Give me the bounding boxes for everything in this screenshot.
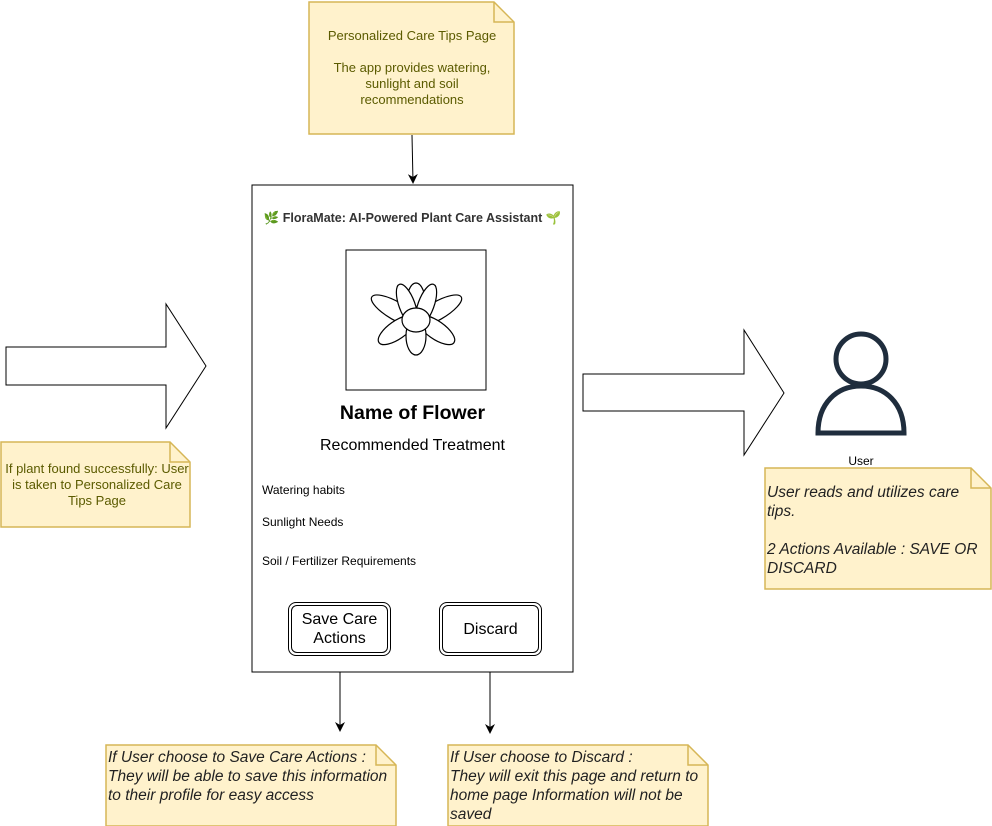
block-arrow-left	[5, 302, 207, 430]
note-user-actions: User reads and utilizes care tips. 2 Act…	[767, 483, 989, 578]
note-discard-heading: If User choose to Discard :	[450, 749, 633, 766]
care-item-soil: Soil / Fertilizer Requirements	[262, 554, 417, 568]
note-save-body: They will be able to save this informati…	[108, 768, 388, 804]
care-item-sunlight: Sunlight Needs	[262, 515, 344, 529]
note-top-shape	[308, 1, 515, 135]
flower-name: Name of Flower	[339, 402, 486, 424]
note-left-shape	[0, 441, 191, 528]
seedling-icon: 🌱	[545, 211, 562, 225]
note-right-line2: 2 Actions Available : SAVE OR DISCARD	[767, 541, 978, 577]
note-save-outcome: If User choose to Save Care Actions : Th…	[108, 748, 388, 805]
note-top-body: The app provides watering, sunlight and …	[333, 60, 491, 107]
block-arrow-right	[582, 328, 785, 457]
note-save-heading: If User choose to Save Care Actions :	[108, 749, 366, 766]
note-right-shape	[764, 467, 992, 590]
care-item-watering: Watering habits	[262, 483, 345, 497]
note-right-line1: User reads and utilizes care tips.	[767, 484, 960, 520]
herb-icon: 🌿	[263, 211, 280, 225]
note-plant-found: If plant found successfully: User is tak…	[5, 461, 189, 508]
save-button-label: Save Care Actions	[301, 611, 378, 647]
note-personalized-care-tips: Personalized Care Tips Page The app prov…	[312, 28, 512, 108]
treatment-heading: Recommended Treatment	[320, 437, 505, 454]
discard-button-label: Discard	[463, 620, 518, 638]
app-title: 🌿 FloraMate: AI-Powered Plant Care Assis…	[252, 211, 573, 226]
note-top-title: Personalized Care Tips Page	[327, 28, 497, 43]
discard-button[interactable]: Discard	[439, 602, 542, 656]
app-title-text: FloraMate: AI-Powered Plant Care Assista…	[282, 211, 543, 225]
user-icon	[815, 331, 907, 436]
note-discard-outcome: If User choose to Discard : They will ex…	[450, 748, 705, 824]
user-label: User	[848, 454, 874, 468]
flower-icon	[370, 282, 463, 356]
note-bottom-right-shape	[447, 744, 709, 826]
save-care-actions-button[interactable]: Save Care Actions	[288, 602, 391, 656]
connector-top-to-screen	[407, 134, 418, 184]
note-bottom-left-shape	[105, 744, 397, 826]
note-discard-body: They will exit this page and return to h…	[450, 768, 699, 823]
